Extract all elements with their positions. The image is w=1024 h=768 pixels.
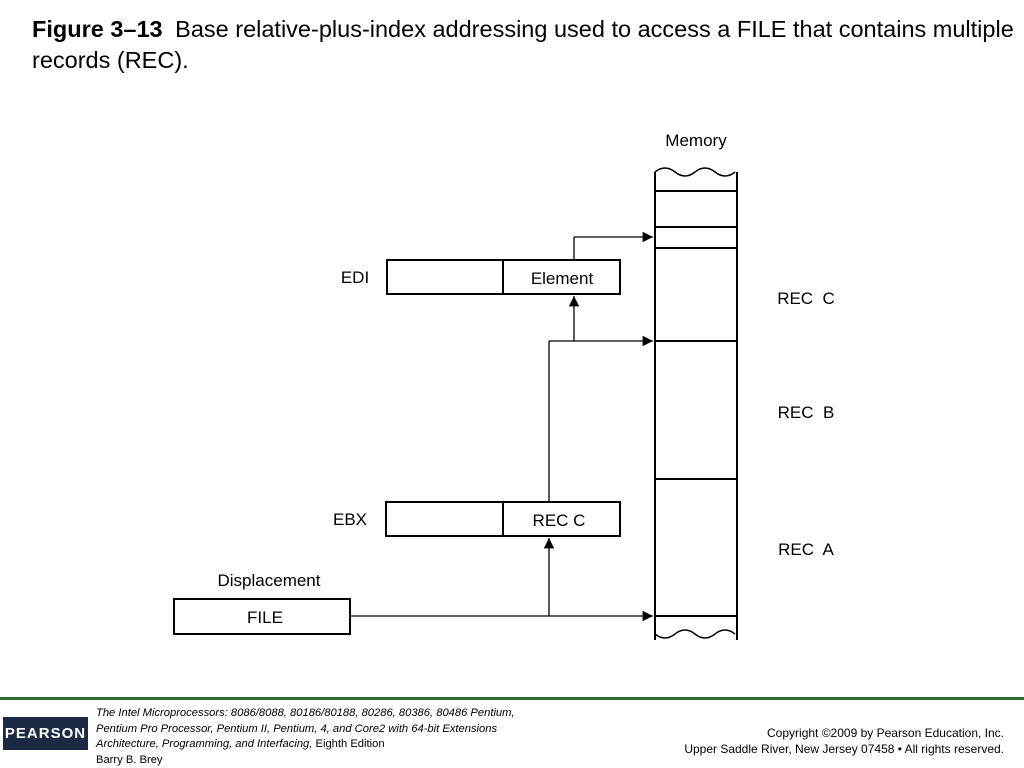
book-line-1: 8086/8088, 80186/80188, 80286, 80386, 80…: [230, 707, 515, 719]
record-label-b: REC B: [778, 403, 835, 422]
figure-caption-text: Base relative-plus-index addressing used…: [32, 16, 1014, 73]
book-edition: Eighth Edition: [315, 738, 385, 750]
pearson-logo: PEARSON: [3, 717, 88, 750]
footer-divider: [0, 697, 1024, 700]
record-label-a: REC A: [778, 540, 834, 559]
copyright-line-2: Upper Saddle River, New Jersey 07458 • A…: [684, 742, 1004, 756]
edi-register: Element: [386, 259, 621, 295]
edi-value: Element: [531, 269, 594, 288]
book-credit: The Intel Microprocessors: 8086/8088, 80…: [96, 706, 566, 768]
displacement-box: FILE: [173, 598, 351, 635]
edi-label: EDI: [341, 268, 369, 287]
figure-label: Figure 3–13: [32, 16, 163, 42]
copyright-line-1: Copyright ©2009 by Pearson Education, In…: [767, 726, 1004, 740]
book-author: Barry B. Brey: [96, 753, 163, 766]
record-label-c: REC C: [777, 289, 835, 308]
ebx-label: EBX: [333, 510, 367, 529]
displacement-label: Displacement: [218, 571, 321, 590]
memory-column: [654, 167, 738, 640]
book-title: The Intel Microprocessors:: [96, 707, 228, 719]
memory-label: Memory: [665, 131, 727, 150]
ebx-register: REC C: [385, 501, 621, 537]
book-line-2: Pentium Pro Processor, Pentium II, Penti…: [96, 722, 498, 735]
figure-caption: Figure 3–13 Base relative-plus-index add…: [32, 14, 1017, 76]
copyright-notice: Copyright ©2009 by Pearson Education, In…: [684, 725, 1004, 757]
ebx-value: REC C: [533, 511, 586, 530]
addressing-diagram: Memory REC C REC B REC A Element EDI REC…: [173, 131, 835, 640]
book-line-3: Architecture, Programming, and Interfaci…: [96, 738, 313, 750]
displacement-value: FILE: [247, 608, 283, 627]
arrows: [350, 231, 653, 622]
